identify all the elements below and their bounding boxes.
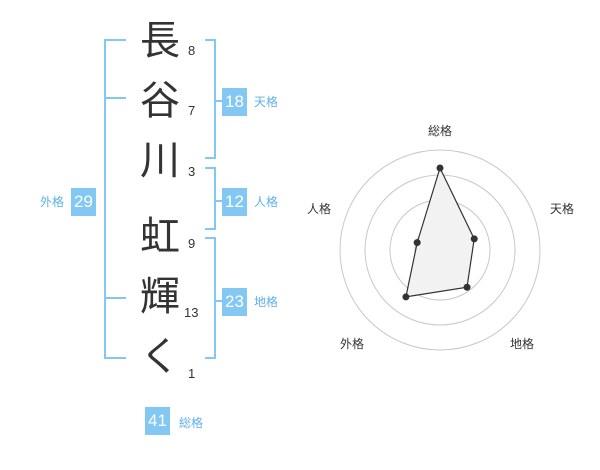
radar-axis-label-4: 外格 bbox=[340, 337, 365, 351]
gaikaku-value: 29 bbox=[71, 188, 96, 216]
stroke-count-4: 9 bbox=[188, 236, 196, 251]
jinkaku-bracket bbox=[205, 167, 216, 230]
name-char-1: 長 bbox=[140, 18, 180, 64]
tenkaku-bracket bbox=[205, 39, 216, 159]
radar-ring-4 bbox=[339, 149, 541, 351]
tenkaku-label: 天格 bbox=[254, 95, 279, 109]
chikaku-value: 23 bbox=[222, 288, 247, 316]
gaikaku-bracket bbox=[104, 39, 126, 359]
name-char-6: く bbox=[140, 334, 180, 380]
gaikaku-label: 外格 bbox=[40, 195, 65, 209]
stroke-count-5: 13 bbox=[184, 305, 199, 320]
name-char-3: 川 bbox=[140, 138, 180, 184]
stroke-count-2: 7 bbox=[188, 103, 196, 118]
chikaku-bracket bbox=[205, 237, 216, 359]
radar-point-4 bbox=[402, 293, 410, 301]
stroke-count-3: 3 bbox=[188, 164, 196, 179]
tenkaku-value: 18 bbox=[222, 88, 247, 116]
radar-axis-label-2: 天格 bbox=[550, 202, 575, 216]
stroke-count-6: 1 bbox=[188, 366, 196, 381]
jinkaku-value: 12 bbox=[222, 188, 247, 216]
radar-axis-label-5: 人格 bbox=[307, 202, 332, 216]
chikaku-label: 地格 bbox=[254, 295, 279, 309]
name-char-4: 虹 bbox=[140, 214, 180, 260]
soukaku-label: 総格 bbox=[179, 416, 204, 430]
radar-point-5 bbox=[413, 239, 421, 247]
jinkaku-label: 人格 bbox=[254, 195, 279, 209]
radar-point-3 bbox=[463, 283, 471, 291]
stroke-count-1: 8 bbox=[188, 43, 196, 58]
radar-shape bbox=[405, 166, 475, 298]
name-char-2: 谷 bbox=[140, 78, 180, 124]
radar-point-1 bbox=[436, 164, 444, 172]
radar-axis-label-1: 総格 bbox=[428, 124, 453, 138]
radar-point-2 bbox=[470, 235, 478, 243]
radar-axis-label-3: 地格 bbox=[510, 337, 535, 351]
name-char-5: 輝 bbox=[140, 274, 180, 320]
soukaku-value: 41 bbox=[145, 407, 170, 435]
